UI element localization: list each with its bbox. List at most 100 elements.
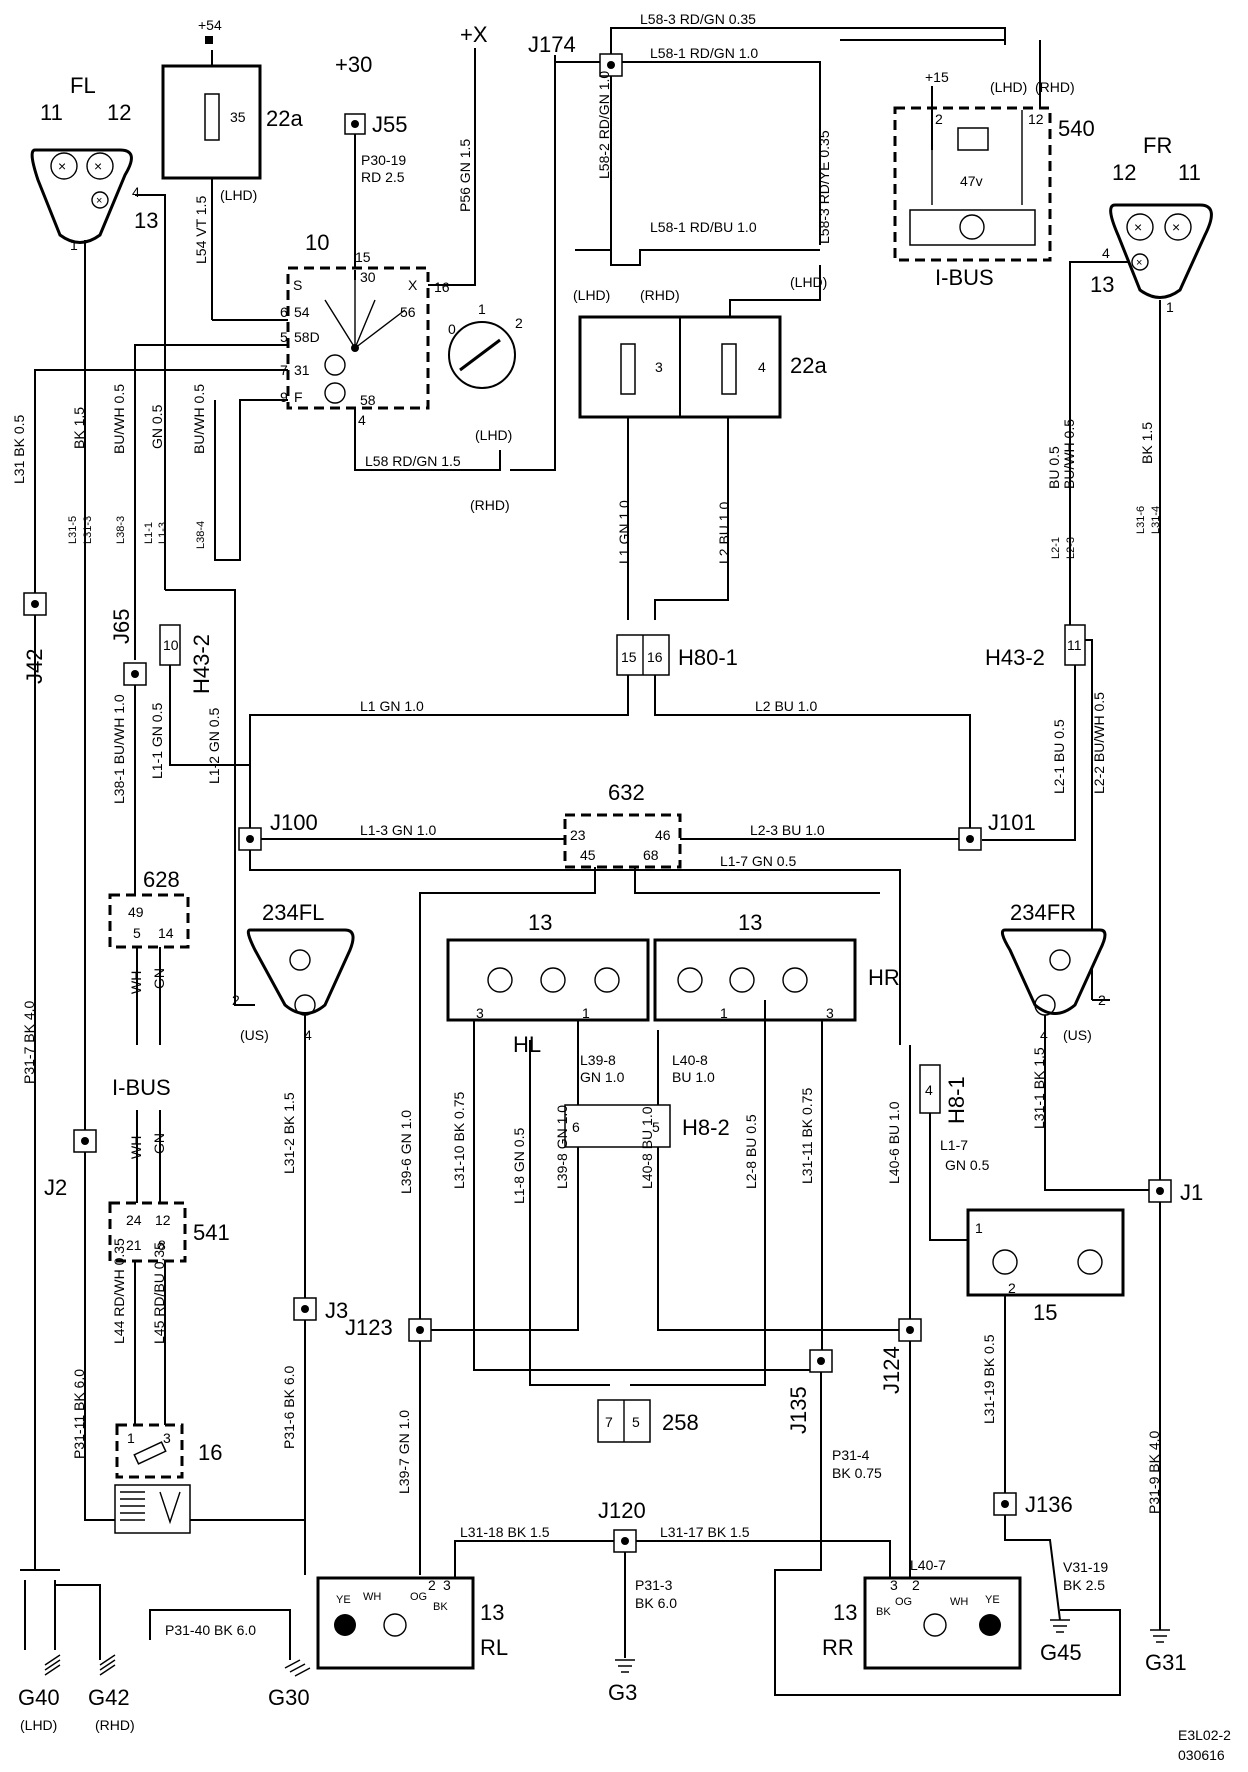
svg-text:4: 4 [925,1082,933,1098]
svg-text:L38-3: L38-3 [115,516,127,544]
svg-text:G45: G45 [1040,1640,1082,1665]
svg-text:V31-19: V31-19 [1063,1559,1108,1575]
svg-text:L2-3: L2-3 [1065,537,1077,559]
svg-text:4: 4 [758,359,766,375]
svg-text:1: 1 [127,1430,135,1446]
svg-text:J135: J135 [786,1386,811,1434]
svg-text:WH: WH [363,1591,381,1603]
ground-g42: G42 (RHD) [88,1654,135,1733]
h80-1: 15 16 H80-1 [616,634,738,676]
svg-text:628: 628 [143,867,180,892]
svg-text:1: 1 [478,301,486,317]
svg-text:(LHD): (LHD) [475,427,512,443]
svg-text:J124: J124 [879,1346,904,1394]
side-marker-234fl: 234FL 2 (US) 4 [232,900,355,1043]
ground-g31: G31 [1145,1629,1187,1675]
svg-text:3: 3 [890,1577,898,1593]
svg-text:6: 6 [572,1119,580,1135]
svg-text:2: 2 [428,1577,436,1593]
svg-text:258: 258 [662,1410,699,1435]
fuse-22a-label: 22a [266,106,303,131]
svg-text:13: 13 [528,910,552,935]
svg-text:L39-7 GN 1.0: L39-7 GN 1.0 [396,1410,412,1494]
svg-text:×: × [1134,219,1142,235]
svg-text:L1 GN 1.0: L1 GN 1.0 [360,698,424,714]
svg-text:4: 4 [132,184,140,200]
svg-text:H80-1: H80-1 [678,645,738,670]
j1-junction: J1 [1148,1179,1203,1205]
svg-text:49: 49 [128,904,144,920]
svg-text:46: 46 [655,827,671,843]
svg-text:13: 13 [738,910,762,935]
svg-text:(RHD): (RHD) [1035,79,1075,95]
svg-text:13: 13 [480,1600,504,1625]
hr-label: HR [868,965,900,990]
svg-text:L38-1 BU/WH 1.0: L38-1 BU/WH 1.0 [111,694,127,804]
svg-text:L45 RD/BU 0.35: L45 RD/BU 0.35 [151,1242,167,1344]
j65-junction: J65 [109,609,147,686]
svg-text:2: 2 [1008,1280,1016,1296]
svg-text:(LHD): (LHD) [573,287,610,303]
svg-text:3: 3 [826,1005,834,1021]
svg-text:L2 BU 1.0: L2 BU 1.0 [755,698,817,714]
component-540: 540 +15 2 12 47v I-BUS [893,69,1095,290]
svg-text:4: 4 [304,1027,312,1043]
svg-text:P31-9 BK 4.0: P31-9 BK 4.0 [1146,1431,1162,1514]
svg-text:J1: J1 [1180,1180,1203,1205]
svg-text:J2: J2 [44,1175,67,1200]
fl-pin-12: 12 [107,100,131,125]
svg-text:+X: +X [460,22,488,47]
svg-text:BK 6.0: BK 6.0 [635,1595,677,1611]
svg-text:L31-19 BK 0.5: L31-19 BK 0.5 [981,1334,997,1424]
svg-text:540: 540 [1058,116,1095,141]
svg-text:0: 0 [448,321,456,337]
svg-text:J65: J65 [109,609,134,644]
svg-text:L1-1 GN 0.5: L1-1 GN 0.5 [149,703,165,779]
svg-text:S: S [293,277,302,293]
svg-text:L2-1: L2-1 [1050,537,1062,559]
svg-text:L31-6: L31-6 [1135,506,1147,534]
light-switch-10[interactable]: 10 S 15 30 X 16 6 54 56 5 58D 7 31 9 F 5… [280,230,450,428]
svg-text:BK 2.5: BK 2.5 [1063,1577,1105,1593]
svg-text:1: 1 [720,1005,728,1021]
svg-text:1: 1 [975,1220,983,1236]
svg-text:H8-1: H8-1 [944,1076,969,1124]
svg-text:24: 24 [126,1212,142,1228]
svg-text:56: 56 [400,304,416,320]
svg-text:G42: G42 [88,1685,130,1710]
fl-lamp-13: 13 [134,208,158,233]
svg-text:L40-6 BU 1.0: L40-6 BU 1.0 [886,1101,902,1184]
svg-text:L1-3: L1-3 [157,522,169,544]
svg-text:P31-4: P31-4 [832,1447,870,1463]
j120-junction: J120 [598,1498,646,1553]
svg-text:H8-2: H8-2 [682,1115,730,1140]
svg-text:3: 3 [476,1005,484,1021]
svg-text:11: 11 [1067,637,1082,653]
svg-text:L1-7: L1-7 [940,1137,968,1153]
svg-text:3: 3 [655,359,663,375]
svg-text:P31-6 BK 6.0: P31-6 BK 6.0 [281,1366,297,1449]
h43-2-left: 10 H43-2 [159,624,214,694]
svg-text:(RHD): (RHD) [95,1717,135,1733]
svg-text:H43-2: H43-2 [189,634,214,694]
svg-text:BK: BK [433,1601,448,1613]
connector-h8-1: 4 H8-1 [919,1064,969,1124]
svg-text:×: × [1172,219,1180,235]
svg-text:3: 3 [443,1577,451,1593]
svg-text:35: 35 [230,109,246,125]
ground-g30: G30 [268,1659,311,1710]
switch-knob[interactable]: 0 1 2 [448,301,523,389]
svg-text:L2-3 BU 1.0: L2-3 BU 1.0 [750,822,825,838]
svg-text:10: 10 [163,637,179,653]
sensor-16: 16 1 3 [114,1423,222,1534]
svg-text:11: 11 [1178,160,1201,185]
module-628: 628 49 5 14 [108,867,190,949]
svg-text:L1-1: L1-1 [143,522,155,544]
ibus-label: I-BUS [112,1075,171,1100]
svg-text:14: 14 [158,925,174,941]
svg-text:1: 1 [70,237,78,253]
svg-text:(US): (US) [240,1027,269,1043]
svg-text:21: 21 [126,1237,142,1253]
svg-text:5: 5 [133,925,141,941]
svg-text:13: 13 [1090,272,1114,297]
